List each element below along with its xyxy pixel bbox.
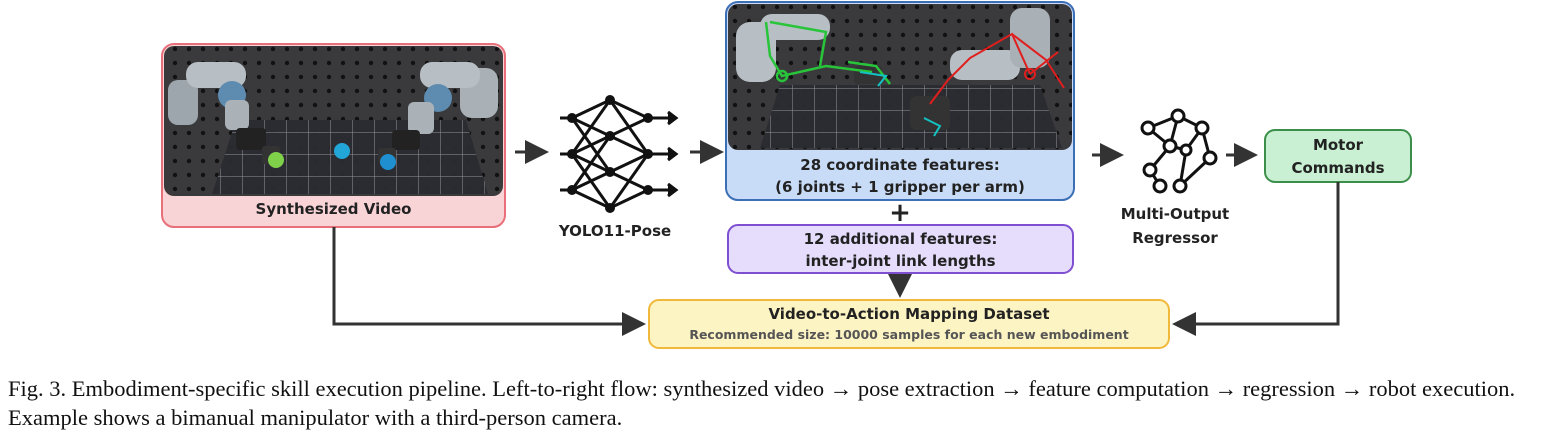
neural-network-icon: [560, 95, 676, 213]
motor-commands-line1: Motor: [1265, 134, 1411, 157]
synthesized-video-label: Synthesized Video: [164, 200, 503, 218]
additional-features-line2: inter-joint link lengths: [728, 250, 1073, 272]
coordinate-features-line1: 28 coordinate features:: [728, 154, 1072, 176]
regressor-label: Multi-Output Regressor: [1100, 202, 1250, 250]
coordinate-features-line2: (6 joints + 1 gripper per arm): [728, 176, 1072, 198]
yolo-label: YOLO11-Pose: [540, 222, 690, 240]
regressor-line2: Regressor: [1100, 226, 1250, 250]
blue-ball-image: [380, 154, 396, 170]
additional-features-line1: 12 additional features:: [728, 228, 1073, 250]
figure-caption: Fig. 3. Embodiment-specific skill execut…: [8, 374, 1544, 432]
motor-commands-line2: Commands: [1265, 157, 1411, 180]
additional-features-label: 12 additional features: inter-joint link…: [728, 228, 1073, 272]
motor-commands-label: Motor Commands: [1265, 134, 1411, 180]
plus-sign: +: [889, 198, 911, 228]
dataset-title: Video-to-Action Mapping Dataset: [649, 303, 1169, 325]
coordinate-features-label: 28 coordinate features: (6 joints + 1 gr…: [728, 154, 1072, 198]
arrow-video-to-dataset: [334, 227, 640, 324]
regressor-network-icon: [1142, 110, 1216, 192]
blue-ball-image: [334, 143, 350, 159]
green-ball-image: [268, 152, 284, 168]
dataset-subtitle: Recommended size: 10000 samples for each…: [649, 326, 1169, 344]
regressor-line1: Multi-Output: [1100, 202, 1250, 226]
